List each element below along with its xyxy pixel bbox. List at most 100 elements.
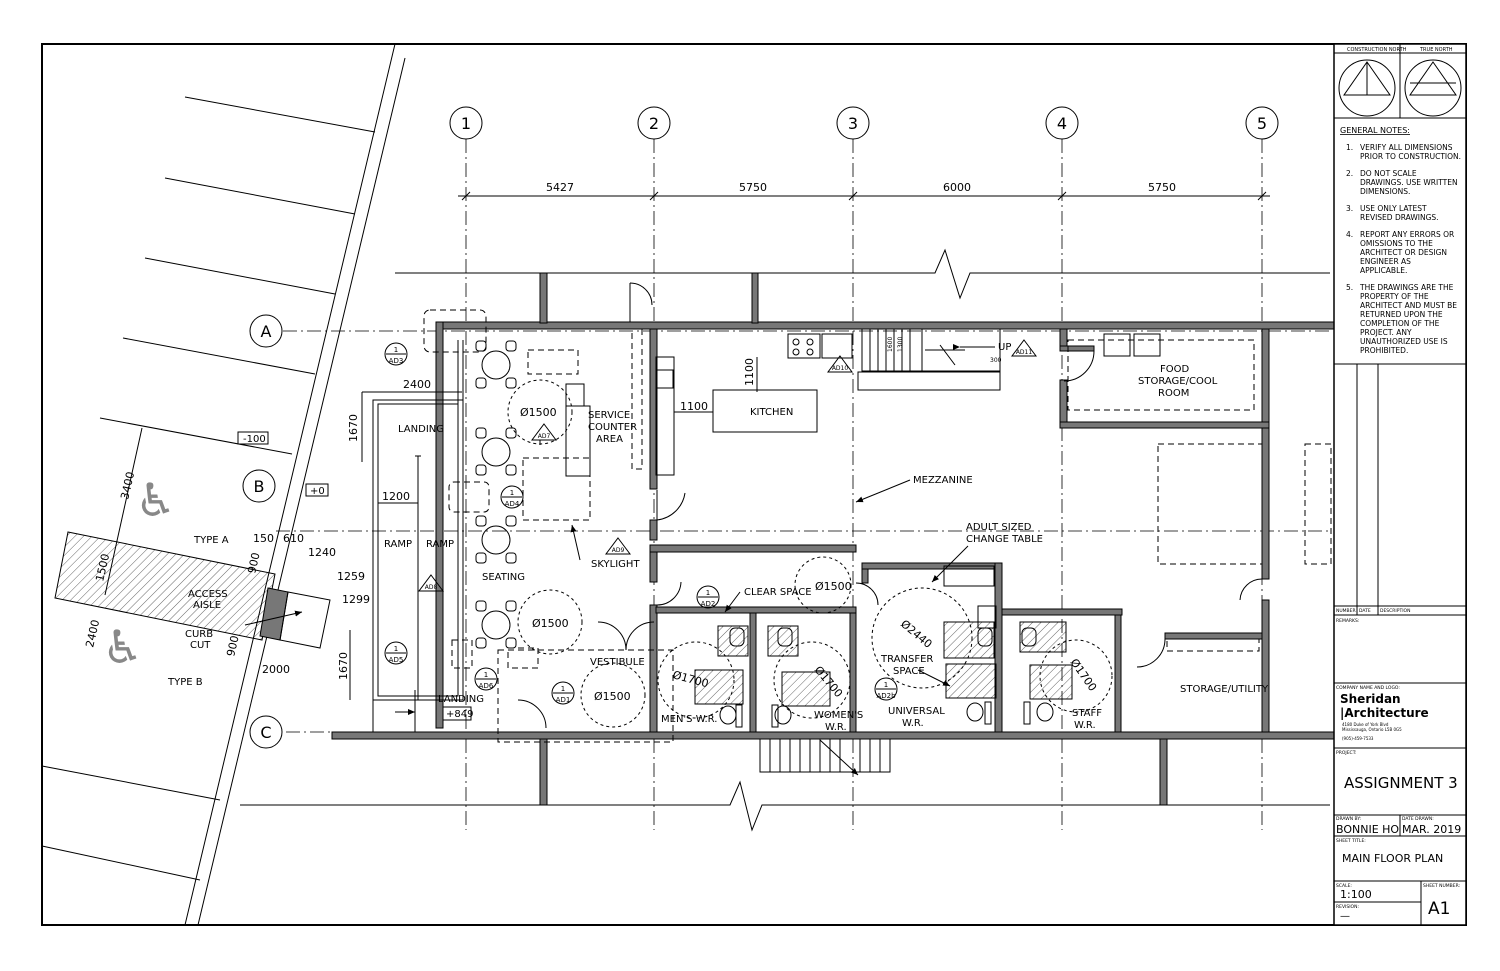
svg-text:GENERAL NOTES:: GENERAL NOTES: (1340, 126, 1410, 135)
svg-text:KITCHEN: KITCHEN (750, 407, 793, 418)
svg-text:SKYLIGHT: SKYLIGHT (591, 559, 640, 570)
svg-text:TRUE NORTH: TRUE NORTH (1419, 47, 1453, 53)
svg-text:FOOD: FOOD (1160, 364, 1189, 375)
svg-text:(905)-459-7533: (905)-459-7533 (1342, 736, 1374, 741)
svg-text:5: 5 (1257, 114, 1267, 133)
svg-text:6000: 6000 (943, 181, 971, 194)
svg-text:SERVICE: SERVICE (588, 410, 630, 421)
label-aisle: AISLE (193, 600, 221, 611)
company-logo-line1: Sheridan (1340, 692, 1401, 706)
grid-lines (276, 139, 1330, 830)
svg-text:1670: 1670 (337, 652, 350, 680)
svg-text:STORAGE/COOL: STORAGE/COOL (1138, 376, 1218, 387)
svg-text:3.: 3. (1346, 204, 1353, 213)
svg-text:LANDING: LANDING (438, 694, 484, 705)
svg-text:STORAGE/UTILITY: STORAGE/UTILITY (1180, 684, 1269, 695)
level-neg100: -100 (243, 434, 266, 445)
scale-value: 1:100 (1340, 888, 1372, 901)
svg-text:W.R.: W.R. (1074, 720, 1096, 731)
svg-text:THE DRAWINGS ARE THE: THE DRAWINGS ARE THE (1359, 283, 1454, 292)
svg-text:SHEET NUMBER:: SHEET NUMBER: (1423, 883, 1460, 889)
svg-text:5427: 5427 (546, 181, 574, 194)
sheet-title: MAIN FLOOR PLAN (1342, 852, 1443, 865)
turning-circles (507, 379, 1113, 728)
svg-text:2.: 2. (1346, 169, 1353, 178)
kitchen-fixtures (423, 309, 1332, 743)
general-notes: 1. VERIFY ALL DIMENSIONS PRIOR TO CONSTR… (1346, 143, 1461, 355)
date-drawn: MAR. 2019 (1402, 823, 1461, 836)
svg-text:AD8: AD8 (425, 584, 438, 591)
title-block: CONSTRUCTION NORTH TRUE NORTH GENERAL NO… (1333, 43, 1467, 926)
dim-900a: 900 (245, 551, 262, 574)
svg-text:SEATING: SEATING (482, 572, 525, 583)
svg-text:AD2: AD2 (701, 600, 716, 608)
dim-150: 150 (253, 532, 274, 545)
svg-text:DIMENSIONS.: DIMENSIONS. (1360, 187, 1410, 196)
dim-2000: 2000 (262, 663, 290, 676)
project-name: ASSIGNMENT 3 (1344, 774, 1458, 792)
construction-north-icon (1338, 59, 1396, 117)
svg-text:COUNTER: COUNTER (588, 422, 637, 433)
svg-text:ADULT SIZED: ADULT SIZED (966, 522, 1032, 533)
dim-1240: 1240 (308, 546, 336, 559)
label-type-a: TYPE A (193, 535, 229, 546)
svg-text:PRIOR TO CONSTRUCTION.: PRIOR TO CONSTRUCTION. (1360, 152, 1461, 161)
revision-value: — (1340, 911, 1350, 922)
dim-900b: 900 (224, 634, 241, 657)
drawn-by: BONNIE HO (1336, 823, 1399, 836)
svg-text:1300: 1300 (897, 337, 904, 352)
svg-text:Ø1500: Ø1500 (815, 580, 852, 593)
room-labels: LANDING LANDING RAMP RAMP SERVICE COUNTE… (384, 364, 1269, 733)
svg-text:1: 1 (461, 114, 471, 133)
svg-text:RAMP: RAMP (426, 539, 454, 550)
dim-1500: 1500 (93, 552, 112, 582)
svg-text:AD1: AD1 (556, 696, 571, 704)
svg-text:1: 1 (884, 681, 888, 689)
interior-dimensions: 2400 1670 1670 1200 1100 1100 (337, 357, 758, 700)
svg-text:PROJECT:: PROJECT: (1336, 750, 1356, 756)
svg-text:CONSTRUCTION NORTH: CONSTRUCTION NORTH (1347, 47, 1407, 53)
svg-text:1100: 1100 (680, 400, 708, 413)
svg-text:C: C (260, 723, 271, 742)
dim-610: 610 (283, 532, 304, 545)
svg-text:PROJECT. ANY: PROJECT. ANY (1360, 328, 1412, 337)
true-north-icon (1404, 59, 1462, 117)
svg-text:STAFF: STAFF (1072, 708, 1102, 719)
svg-text:AD3: AD3 (389, 357, 404, 365)
accessible-parking-icon: ♿ (102, 620, 143, 674)
svg-text:1: 1 (510, 489, 514, 497)
svg-text:SPACE: SPACE (893, 666, 925, 677)
svg-text:COMPANY NAME AND LOGO:: COMPANY NAME AND LOGO: (1336, 685, 1400, 691)
svg-text:REVISION:: REVISION: (1336, 904, 1359, 910)
svg-text:Ø1500: Ø1500 (532, 617, 569, 630)
svg-text:UNAUTHORIZED USE IS: UNAUTHORIZED USE IS (1360, 337, 1448, 346)
svg-text:RAMP: RAMP (384, 539, 412, 550)
svg-text:4: 4 (1057, 114, 1067, 133)
svg-text:ROOM: ROOM (1158, 388, 1189, 399)
svg-text:1100: 1100 (743, 358, 756, 386)
svg-text:RETURNED UPON THE: RETURNED UPON THE (1360, 310, 1443, 319)
svg-text:1: 1 (394, 346, 398, 354)
svg-text:AD2b: AD2b (876, 692, 896, 700)
company-logo-line2: |Architecture (1340, 706, 1429, 720)
svg-text:W.R.: W.R. (902, 718, 924, 729)
svg-text:AD6: AD6 (479, 682, 494, 690)
svg-text:1: 1 (561, 685, 565, 693)
svg-text:Ø1500: Ø1500 (520, 406, 557, 419)
stair-up-label: UP (998, 342, 1011, 353)
dim-3400: 3400 (118, 470, 137, 500)
svg-text:MEZZANINE: MEZZANINE (913, 475, 973, 486)
parking-area: ♿ ♿ TYPE A TYPE B ACCESS AISLE CURB CUT … (41, 43, 406, 926)
svg-text:APPLICABLE.: APPLICABLE. (1360, 266, 1407, 275)
svg-text:UNIVERSAL: UNIVERSAL (888, 706, 945, 717)
svg-text:AD11: AD11 (1016, 349, 1033, 356)
svg-text:NUMBER: NUMBER (1336, 608, 1356, 614)
svg-text:5750: 5750 (1148, 181, 1176, 194)
dim-2400b: 2400 (83, 618, 102, 648)
label-type-b: TYPE B (167, 677, 203, 688)
svg-text:AREA: AREA (596, 434, 623, 445)
grid-bubbles: 1 2 3 4 5 A B C (242, 106, 1279, 749)
svg-text:VESTIBULE: VESTIBULE (590, 657, 645, 668)
